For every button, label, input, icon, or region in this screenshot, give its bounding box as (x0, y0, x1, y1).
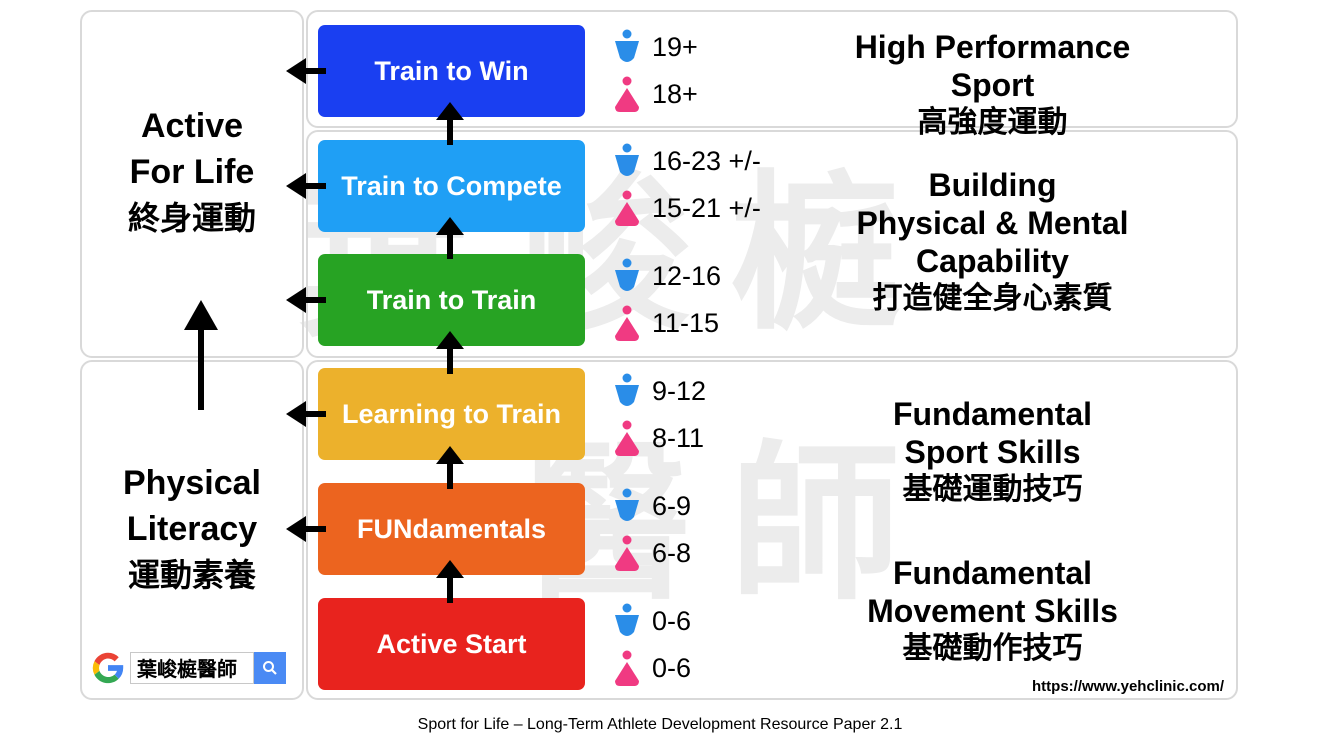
desc-zh: 高強度運動 (917, 105, 1068, 140)
search-input[interactable]: 葉峻榳醫師 (130, 652, 254, 684)
male-icon (615, 143, 639, 176)
up-arrow (436, 217, 464, 259)
desc-zh: 基礎動作技巧 (902, 631, 1083, 666)
side-physical-literacy: Physical Literacy 運動素養 (82, 460, 302, 598)
google-logo-icon (86, 646, 130, 690)
search-button[interactable] (254, 652, 286, 684)
desc-en: High Performance Sport (854, 29, 1131, 103)
ages-train-to-compete: 16-23 +/- 15-21 +/- (612, 138, 761, 232)
ages-train-to-win: 19+ 18+ (612, 24, 698, 118)
big-up-arrow (184, 300, 218, 410)
side-active-for-life: Active For Life 終身運動 (82, 103, 302, 241)
desc-en-1: Fundamental (892, 555, 1093, 591)
watermark-char-3: 榳 (730, 156, 901, 354)
female-icon (615, 76, 639, 112)
stage-active-start: Active Start (318, 598, 585, 690)
up-arrow (436, 446, 464, 489)
male-age: 0-6 (652, 606, 692, 636)
google-search-widget: 葉峻榳醫師 (86, 646, 286, 690)
male-icon (615, 603, 639, 636)
ages-train-to-train: 12-16 11-15 (612, 253, 721, 347)
ages-fundamentals: 6-9 6-8 (612, 483, 691, 577)
desc-movement-skills: Fundamental Movement Skills 基礎動作技巧 (815, 554, 1170, 668)
side-en-2: Literacy (126, 510, 258, 548)
desc-high-performance: High Performance Sport 高強度運動 (815, 28, 1170, 142)
watermark-char-5: 師 (730, 426, 901, 624)
stage-train-to-train: Train to Train (318, 254, 585, 346)
ages-learning-to-train: 9-12 8-11 (612, 368, 706, 462)
desc-building: Building Physical & Mental Capability 打造… (815, 166, 1170, 318)
desc-en-3: Capability (916, 243, 1069, 279)
male-age: 6-9 (652, 491, 692, 521)
left-arrow (286, 58, 326, 84)
stage-train-to-win: Train to Win (318, 25, 585, 117)
source-caption: Sport for Life – Long-Term Athlete Devel… (417, 716, 903, 733)
female-icon (615, 535, 639, 571)
search-icon (263, 661, 277, 675)
female-icon (615, 305, 639, 341)
male-icon (615, 258, 639, 291)
side-zh: 運動素養 (127, 556, 256, 594)
desc-zh: 基礎運動技巧 (902, 472, 1083, 507)
male-icon (615, 373, 639, 406)
male-age: 9-12 (652, 376, 707, 406)
desc-en-1: Building (928, 167, 1057, 203)
stage-learning-to-train: Learning to Train (318, 368, 585, 460)
stage-fundamentals: FUNdamentals (318, 483, 585, 575)
panel-building (306, 130, 1238, 358)
male-icon (615, 488, 639, 521)
left-arrow (286, 173, 326, 199)
left-arrow (286, 287, 326, 313)
ages-active-start: 0-6 0-6 (612, 598, 691, 692)
female-icon (615, 650, 639, 686)
desc-sport-skills: Fundamental Sport Skills 基礎運動技巧 (815, 395, 1170, 509)
desc-en-2: Movement Skills (867, 593, 1118, 629)
female-age: 11-15 (652, 308, 720, 338)
desc-en-2: Sport Skills (904, 434, 1081, 470)
up-arrow (436, 560, 464, 603)
up-arrow (436, 102, 464, 145)
desc-en-2: Physical & Mental (856, 205, 1129, 241)
stage-train-to-compete: Train to Compete (318, 140, 585, 232)
side-en-1: Active (140, 107, 244, 145)
female-icon (615, 420, 639, 456)
female-age: 8-11 (652, 423, 705, 453)
male-icon (615, 29, 639, 62)
male-age: 16-23 +/- (652, 146, 761, 176)
up-arrow (436, 331, 464, 374)
desc-zh: 打造健全身心素質 (872, 281, 1113, 316)
male-age: 12-16 (652, 261, 722, 291)
side-en-2: For Life (129, 153, 255, 191)
desc-en-1: Fundamental (892, 396, 1093, 432)
female-age: 15-21 +/- (652, 193, 761, 223)
website-url: https://www.yehclinic.com/ (1032, 678, 1224, 695)
left-arrow (286, 516, 326, 542)
female-age: 0-6 (652, 653, 692, 683)
side-en-1: Physical (123, 464, 261, 502)
side-zh: 終身運動 (127, 199, 256, 237)
left-arrow (286, 401, 326, 427)
female-icon (615, 190, 639, 226)
female-age: 18+ (652, 79, 698, 109)
male-age: 19+ (652, 32, 698, 62)
female-age: 6-8 (652, 538, 692, 568)
